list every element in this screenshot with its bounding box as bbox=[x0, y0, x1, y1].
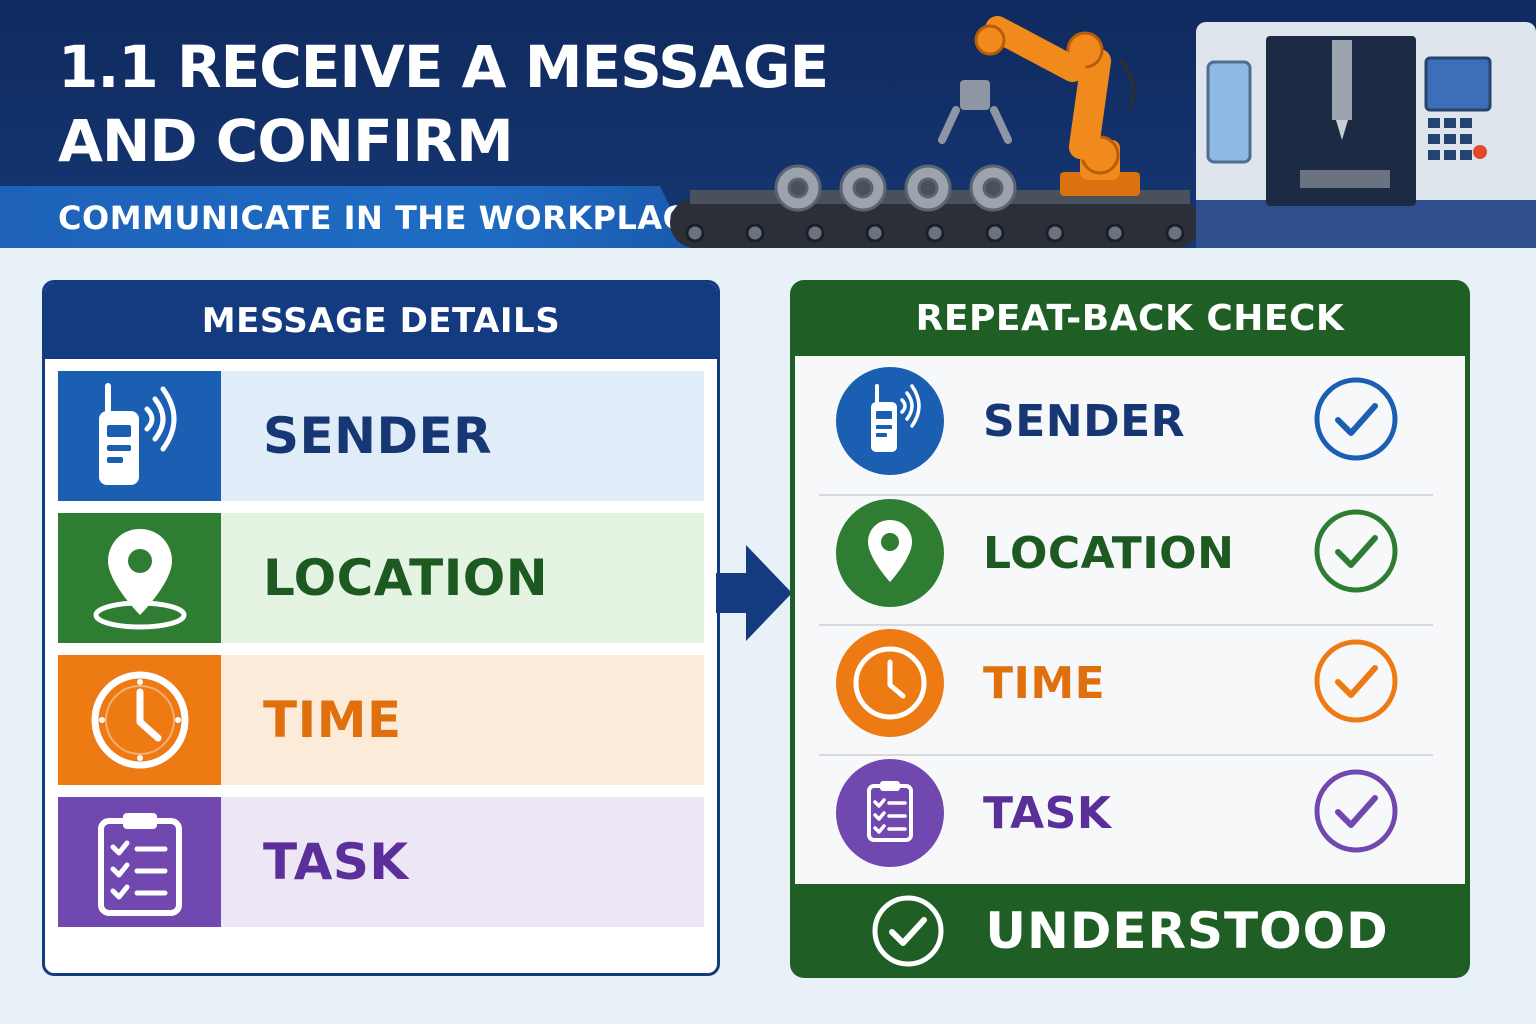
check-label-time: TIME bbox=[983, 657, 1106, 709]
location-pin-icon bbox=[93, 529, 186, 630]
cnc-machine-icon bbox=[1196, 22, 1536, 248]
check-circle-icon bbox=[1314, 509, 1398, 593]
factory-illustration bbox=[670, 15, 1536, 248]
understood-label: UNDERSTOOD bbox=[985, 902, 1389, 960]
check-list: SENDER LOCATION bbox=[795, 356, 1465, 884]
clipboard-checklist-icon bbox=[97, 813, 182, 916]
arrow-right-icon bbox=[716, 545, 792, 641]
check-label-task: TASK bbox=[983, 787, 1112, 839]
clock-icon bbox=[91, 671, 188, 769]
check-circle-icon bbox=[1314, 639, 1398, 723]
check-row-sender: SENDER bbox=[795, 356, 1465, 486]
header-banner: 1.1 Receive a Message and Confirm Unders… bbox=[0, 0, 1536, 248]
clock-icon bbox=[836, 629, 944, 737]
divider bbox=[819, 494, 1433, 496]
divider bbox=[819, 624, 1433, 626]
check-circle-icon bbox=[872, 895, 944, 967]
detail-label-time: TIME bbox=[221, 655, 704, 785]
repeat-back-heading: Repeat-Back Check bbox=[915, 297, 1345, 339]
detail-row-time: TIME bbox=[58, 655, 704, 785]
clipboard-checklist-icon bbox=[836, 759, 944, 867]
check-label-location: LOCATION bbox=[983, 527, 1235, 579]
subtitle-band bbox=[0, 186, 690, 248]
check-circle-icon bbox=[1314, 377, 1398, 461]
detail-icon-box bbox=[58, 371, 221, 501]
repeat-back-panel: Repeat-Back Check SENDER bbox=[790, 280, 1470, 978]
check-circle-icon bbox=[1314, 769, 1398, 853]
check-row-task: TASK bbox=[795, 748, 1465, 878]
understood-banner: UNDERSTOOD bbox=[790, 884, 1470, 978]
message-details-heading: Message Details bbox=[45, 283, 717, 359]
detail-label-location: LOCATION bbox=[221, 513, 704, 643]
detail-row-sender: SENDER bbox=[58, 371, 704, 501]
detail-label-task: TASK bbox=[221, 797, 704, 927]
location-pin-icon bbox=[836, 499, 944, 607]
check-row-location: LOCATION bbox=[795, 488, 1465, 618]
gear-parts-icon bbox=[774, 164, 1017, 212]
message-details-panel: Message Details SENDER LOCATION bbox=[42, 280, 720, 976]
detail-icon-box bbox=[58, 655, 221, 785]
radio-icon bbox=[836, 367, 944, 475]
detail-row-location: LOCATION bbox=[58, 513, 704, 643]
check-row-time: TIME bbox=[795, 618, 1465, 748]
check-label-sender: SENDER bbox=[983, 395, 1186, 447]
radio-icon bbox=[98, 383, 176, 485]
detail-label-sender: SENDER bbox=[221, 371, 704, 501]
detail-row-task: TASK bbox=[58, 797, 704, 927]
detail-icon-box bbox=[58, 797, 221, 927]
page-subtitle: Communicate in the Workplace bbox=[58, 199, 709, 237]
robot-arm-icon bbox=[938, 15, 1140, 196]
divider bbox=[819, 754, 1433, 756]
detail-icon-box bbox=[58, 513, 221, 643]
